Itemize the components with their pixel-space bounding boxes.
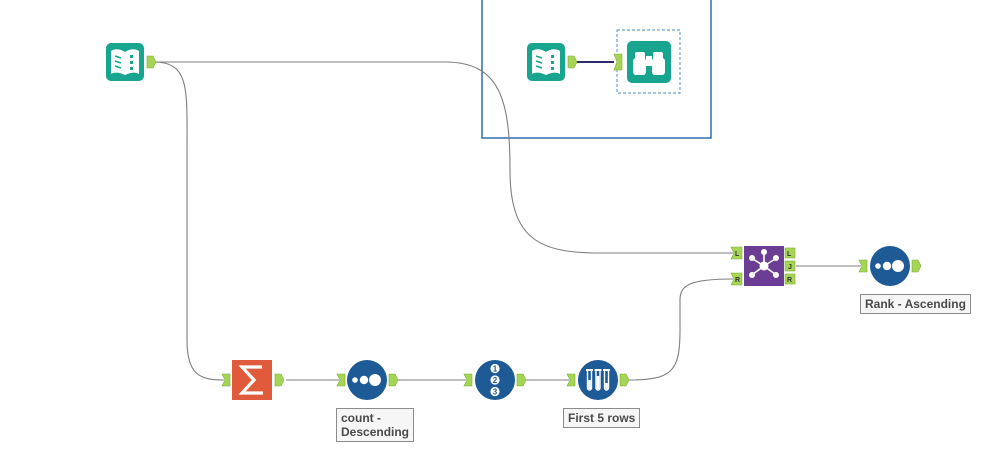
test-tubes-icon <box>586 369 610 391</box>
join-output-right-anchor[interactable] <box>784 273 796 285</box>
join-output-left-anchor[interactable] <box>784 247 796 259</box>
join-input-right-label: R <box>735 277 740 284</box>
input-data-tool-1[interactable] <box>106 43 157 81</box>
input-anchor[interactable] <box>566 373 576 387</box>
output-anchor[interactable] <box>516 373 527 387</box>
sort-dots-icon <box>875 260 904 272</box>
sigma-icon <box>238 365 263 395</box>
input-anchor[interactable] <box>858 259 868 273</box>
record-id-digit-2: 2 <box>493 376 498 385</box>
join-input-left-label: L <box>735 251 740 258</box>
sort-count-annotation[interactable]: count - Descending <box>336 408 415 442</box>
wire-sample-to-join-right <box>627 278 734 381</box>
sort-rank-annotation[interactable]: Rank - Ascending <box>860 294 971 314</box>
input-anchor[interactable] <box>463 373 473 387</box>
input-anchor[interactable] <box>336 373 346 387</box>
wire-input-to-join-left <box>154 61 733 254</box>
record-id-digit-3: 3 <box>493 387 498 396</box>
output-anchor[interactable] <box>619 373 630 387</box>
book-icon <box>111 49 139 75</box>
sort-tool-count[interactable] <box>336 360 399 400</box>
binoculars-icon <box>633 52 665 75</box>
input-anchor[interactable] <box>221 373 231 387</box>
output-anchor[interactable] <box>567 55 578 69</box>
browse-tool[interactable] <box>613 29 681 94</box>
sample-tool[interactable] <box>566 360 630 400</box>
record-id-tool[interactable]: 1 2 3 <box>463 360 527 400</box>
sample-annotation[interactable]: First 5 rows <box>563 408 641 428</box>
join-input-right-anchor[interactable] <box>730 272 743 286</box>
join-output-left-label: L <box>787 251 792 258</box>
join-output-right-label: R <box>787 277 792 284</box>
input-anchor[interactable] <box>613 53 623 71</box>
output-anchor[interactable] <box>911 259 922 273</box>
join-output-join-label: J <box>788 264 792 271</box>
wire-input-to-summarize <box>153 61 225 381</box>
join-tool[interactable]: L R L J R <box>730 246 796 286</box>
summarize-tool[interactable] <box>221 360 285 400</box>
join-output-join-anchor[interactable] <box>784 260 796 272</box>
join-icon <box>749 249 779 278</box>
sort-dots-icon <box>352 374 381 386</box>
record-id-digit-1: 1 <box>493 364 498 373</box>
output-anchor[interactable] <box>388 373 399 387</box>
output-anchor[interactable] <box>274 373 285 387</box>
tool-container[interactable] <box>481 0 712 139</box>
join-input-left-anchor[interactable] <box>730 246 743 260</box>
output-anchor[interactable] <box>146 55 157 69</box>
book-icon <box>532 49 560 75</box>
numbered-list-icon: 1 2 3 <box>490 363 500 396</box>
sort-tool-rank[interactable] <box>858 246 922 286</box>
input-data-tool-2[interactable] <box>527 43 578 81</box>
